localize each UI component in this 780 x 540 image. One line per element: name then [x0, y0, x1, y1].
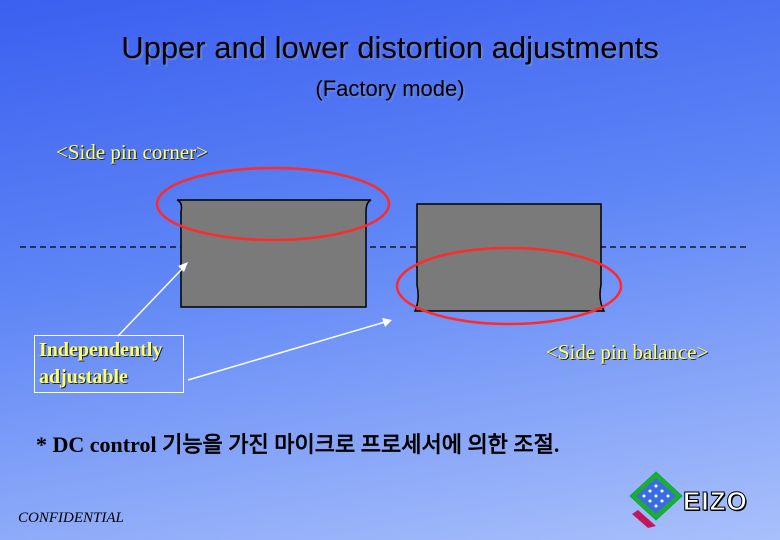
slide-title: Upper and lower distortion adjustments: [121, 30, 659, 65]
arrow-icon: [187, 318, 392, 381]
independently-adjustable-callout: Independently adjustable: [34, 335, 184, 393]
side-pin-balance-shape: [413, 203, 606, 312]
side-pin-corner-label: <Side pin corner>: [56, 140, 208, 164]
balance-highlight-ellipse: [395, 246, 623, 326]
corner-highlight-ellipse: [155, 166, 391, 242]
arrow-icon: [117, 262, 188, 337]
eizo-cube-logo-icon: [629, 471, 683, 528]
slide-subtitle: (Factory mode): [315, 76, 465, 101]
dc-control-footnote: * DC control 기능을 가진 마이크로 프로세서에 의한 조절.: [36, 432, 560, 457]
confidential-label: CONFIDENTIAL: [18, 510, 124, 526]
side-pin-corner-shape: [176, 199, 372, 308]
side-pin-balance-label: <Side pin balance>: [546, 340, 709, 364]
eizo-logo-text: EIZO: [683, 486, 748, 517]
